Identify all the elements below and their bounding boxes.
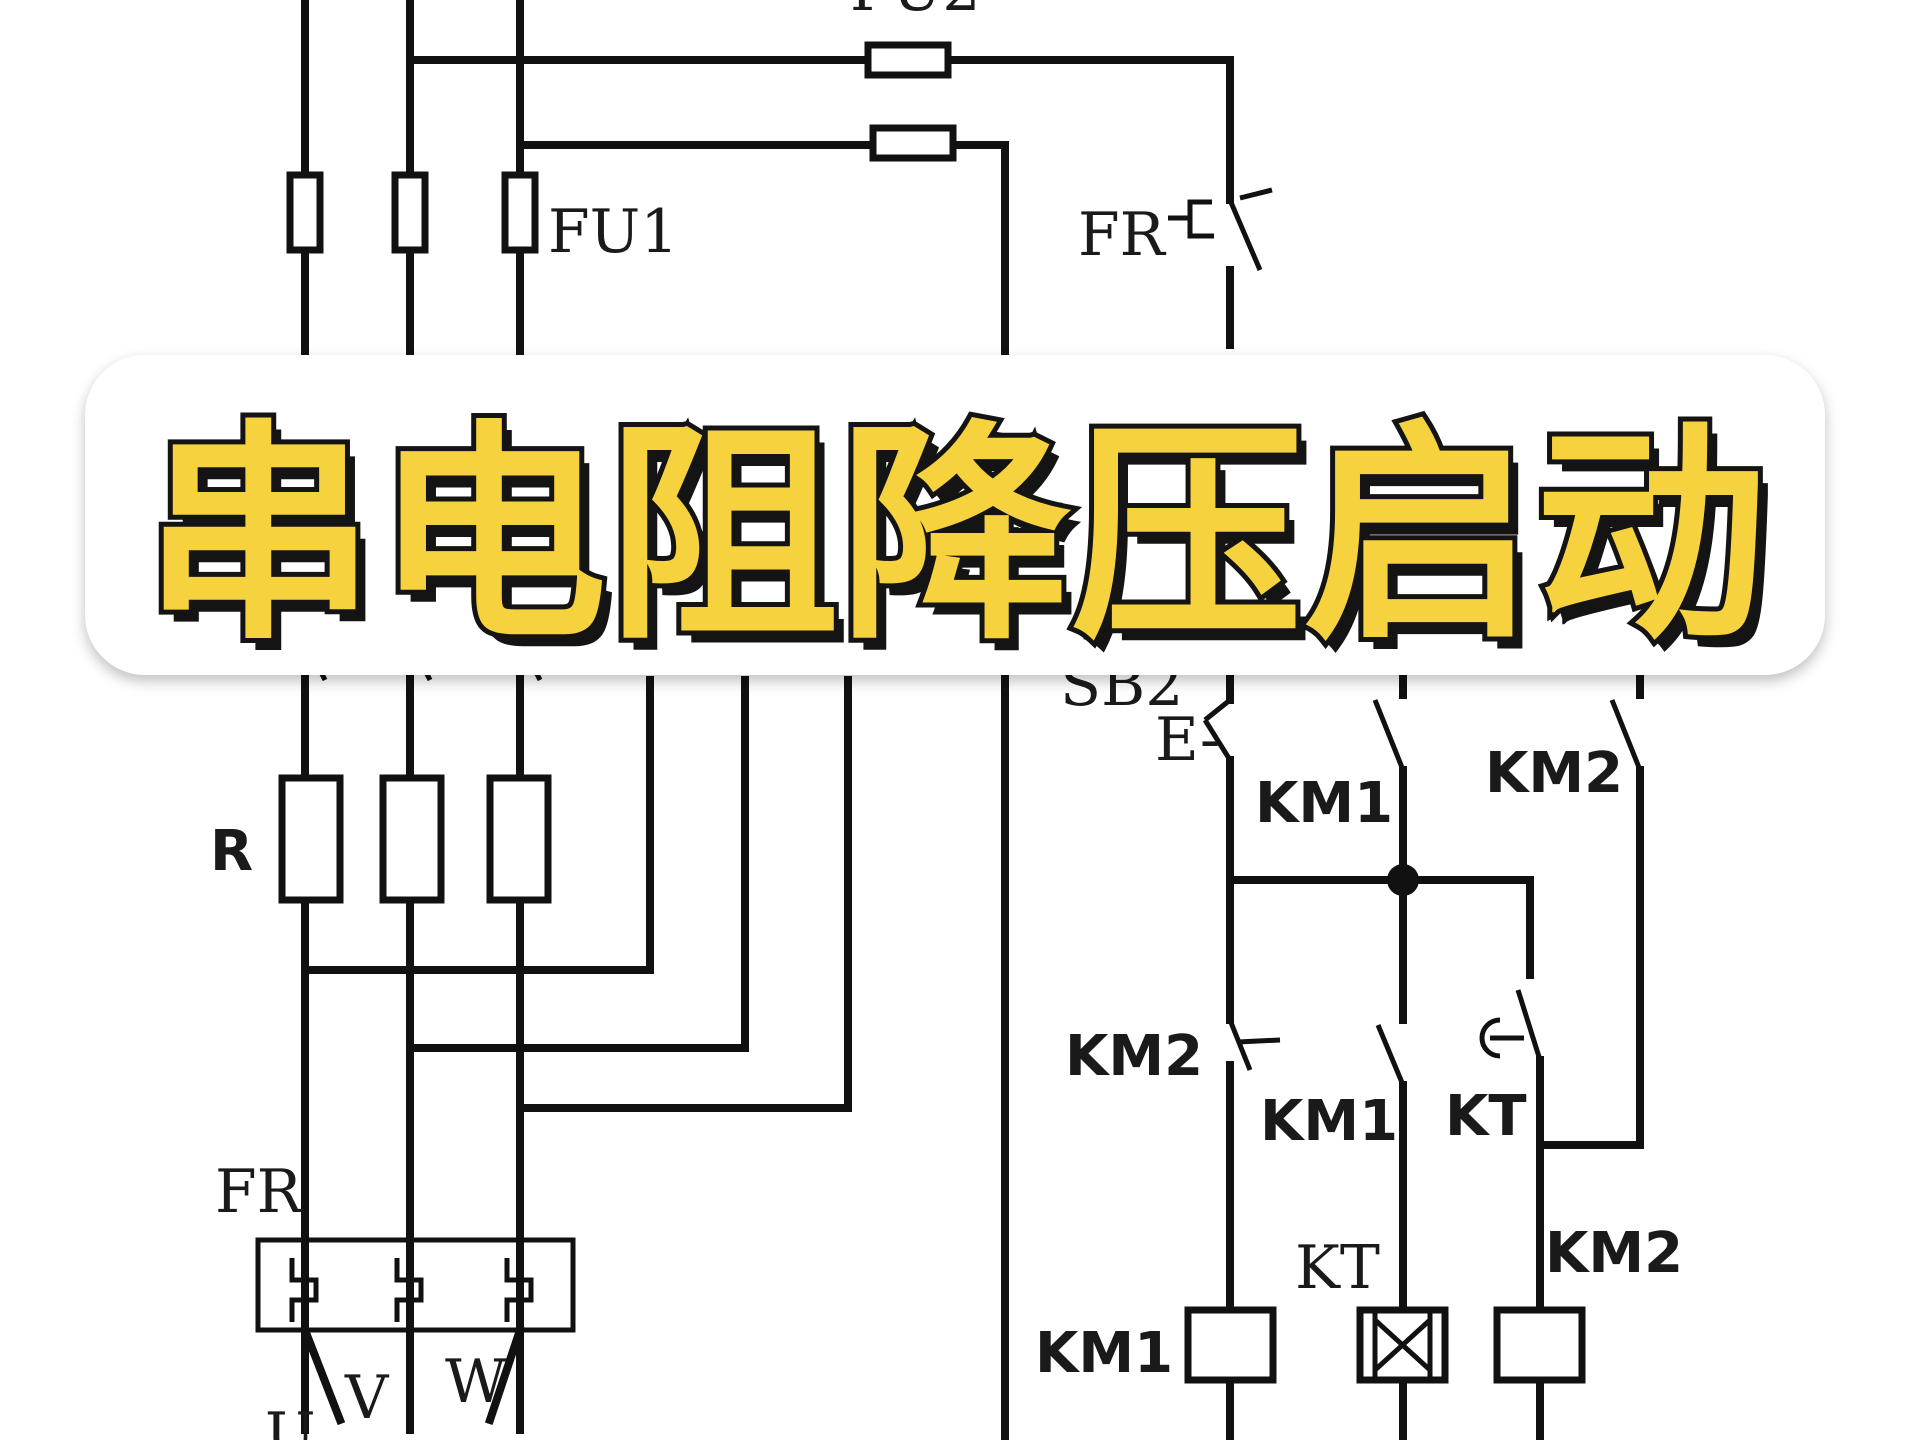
fu2-label: FU2 [850,0,980,25]
sb2-e-label: E- [1155,705,1220,775]
fr-nc-contact: FR [1078,187,1273,271]
motor-terminals: U V W [265,1347,507,1440]
page-title: 串电阻降压启动 [138,396,1772,676]
fu2-fuses: FU2 [850,0,980,162]
resistors: R [210,656,552,904]
control-circuit-wires [1226,646,1644,1440]
km1-holding-contact: KM1 [1255,699,1406,836]
fr-thermal-relay: FR [215,1157,576,1333]
kt-contact-label: KT [1445,1084,1527,1149]
km2-coil-label: KM2 [1545,1221,1683,1286]
title-banner [85,355,1825,675]
phase-w-label: W [445,1347,507,1417]
kt-coil-label: KT [1295,1233,1380,1303]
fu1-label: FU1 [548,197,678,267]
km1-no-contact: KM1 [1260,1024,1406,1154]
fr-contact-label: FR [1078,200,1167,270]
km2-holding-contact: KM2 [1485,699,1643,806]
km2-hold-label: KM2 [1485,741,1623,806]
coils: KM1 KT KM2 [1035,1221,1683,1386]
fr-relay-label: FR [215,1157,304,1227]
km1-no-label: KM1 [1260,1089,1398,1154]
km1-hold-label: KM1 [1255,771,1393,836]
phase-u-label: U [265,1400,316,1440]
km1-coil-label: KM1 [1035,1321,1173,1386]
r-label: R [210,819,253,884]
fu1-fuses: FU1 [286,171,678,267]
phase-v-label: V [344,1363,390,1433]
km2-nc-label: KM2 [1065,1024,1203,1089]
km2-nc-contact: KM2 [1065,1019,1281,1089]
kt-delay-contact: KT [1445,989,1543,1149]
